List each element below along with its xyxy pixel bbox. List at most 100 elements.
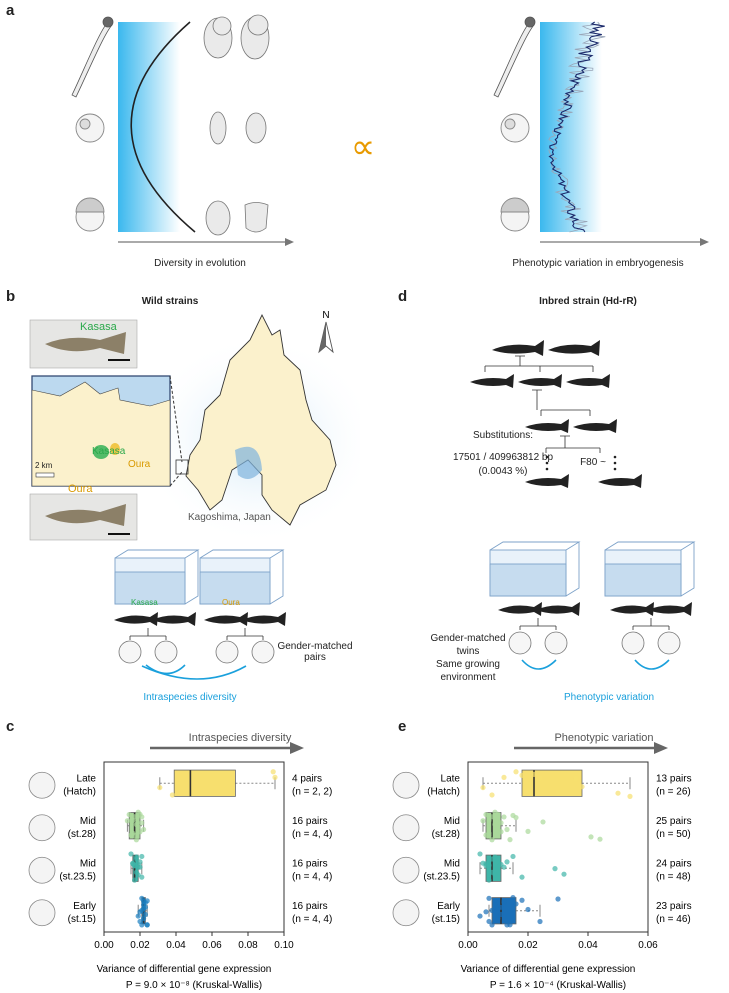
arrow-head-icon [700, 238, 709, 246]
data-point [513, 814, 519, 821]
pairs-count: 4 pairs [292, 773, 322, 784]
x-tick-label: 0.04 [578, 940, 598, 951]
embryo-icon [28, 856, 56, 884]
stage-sub: (Hatch) [427, 786, 460, 797]
sample-count: (n = 4, 4) [292, 914, 332, 925]
data-point [495, 915, 501, 922]
data-point [525, 788, 531, 794]
data-point [519, 772, 525, 778]
scale-bar [35, 472, 55, 478]
oura-marker [110, 443, 120, 455]
stage-sub: (st.23.5) [423, 871, 460, 882]
x-tick-label: 0.10 [274, 940, 294, 951]
data-point [477, 851, 483, 857]
data-point [495, 824, 501, 830]
embryo-icon [508, 631, 681, 655]
panel-d-figure [470, 340, 696, 670]
inbred-strain-title: Inbred strain (Hd-rR) [539, 296, 637, 307]
data-point [510, 853, 516, 860]
vertebrate-embryo-icon [203, 14, 270, 236]
tank-icon [114, 549, 285, 605]
pairs-count: 16 pairs [292, 816, 328, 827]
stage-name: Early [73, 901, 96, 912]
data-point [540, 819, 546, 825]
data-point [133, 854, 139, 860]
fish-silhouette-icon [470, 340, 642, 488]
x-tick-label: 0.02 [130, 940, 150, 951]
bay [235, 446, 262, 479]
variation-trace-light [548, 21, 606, 233]
arrow-head-icon [654, 742, 668, 754]
intraspecies-diversity-label: Intraspecies diversity [143, 692, 237, 703]
embryo-icon [28, 814, 56, 842]
data-point [132, 832, 138, 839]
data-point [489, 814, 495, 820]
stage-name: Mid [80, 816, 96, 827]
data-point [144, 922, 150, 928]
data-point [519, 874, 525, 880]
data-point [144, 898, 150, 904]
data-point [483, 909, 489, 915]
data-point [141, 915, 147, 922]
data-point [132, 814, 138, 820]
arrow-head-icon [290, 742, 304, 754]
fish-silhouette-icon [114, 612, 286, 626]
pairs-count: 13 pairs [656, 773, 692, 784]
stage-name: Mid [444, 816, 460, 827]
box [173, 769, 236, 797]
phenotypic-variation-label: Phenotypic variation in embryogenesis [512, 258, 684, 269]
sample-count: (n = 50) [656, 829, 691, 840]
embryo-icon [392, 899, 420, 927]
fish-silhouette-icon [498, 602, 692, 616]
data-point [555, 896, 561, 902]
data-point [615, 790, 621, 796]
data-point [137, 864, 143, 870]
x-tick-label: 0.06 [638, 940, 658, 951]
pairs-count: 16 pairs [292, 858, 328, 869]
stage-name: Late [441, 773, 461, 784]
pairs-count: 25 pairs [656, 816, 692, 827]
data-point [492, 902, 498, 908]
data-point [135, 824, 141, 830]
variation-trace-dark [548, 21, 605, 233]
panel-label-a: a [6, 2, 15, 19]
data-point [501, 898, 507, 904]
x-tick-label: 0.00 [94, 940, 114, 951]
data-point [498, 829, 504, 835]
data-point [480, 818, 486, 824]
data-point [504, 859, 510, 865]
sample-count: (n = 4, 4) [292, 829, 332, 840]
data-point [513, 769, 519, 775]
panel-label-d: d [398, 288, 408, 305]
tank-oura-label: Oura [222, 598, 240, 607]
data-point [552, 866, 558, 872]
stage-sub: (st.15) [68, 914, 96, 925]
embryo-icon [28, 771, 56, 799]
data-point [531, 771, 537, 778]
kasasa-photo-label: Kasasa [80, 321, 117, 333]
data-point [486, 877, 492, 883]
stage-name: Late [77, 773, 97, 784]
variation-arcs [521, 659, 670, 670]
data-point [501, 774, 507, 780]
tank-kasasa-label: Kasasa [131, 598, 158, 607]
variation-gradient-bar [540, 22, 602, 232]
north-label: N [322, 310, 329, 321]
data-point [137, 859, 143, 865]
proportional-symbol: ∝ [351, 128, 375, 166]
x-tick-label: 0.00 [458, 940, 478, 951]
panel-label-c: c [6, 718, 15, 735]
panel-a-figure: ∝ [71, 14, 709, 246]
data-point [501, 864, 507, 870]
stage-name: Early [437, 901, 460, 912]
stage-sub: (st.15) [432, 914, 460, 925]
data-point [124, 818, 130, 824]
pairs-count: 24 pairs [656, 858, 692, 869]
data-point [498, 911, 504, 918]
data-point [492, 872, 498, 878]
data-point [492, 854, 498, 860]
x-axis-label: Variance of differential gene expression [97, 964, 272, 975]
x-tick-label: 0.04 [166, 940, 186, 951]
data-point [588, 834, 594, 840]
